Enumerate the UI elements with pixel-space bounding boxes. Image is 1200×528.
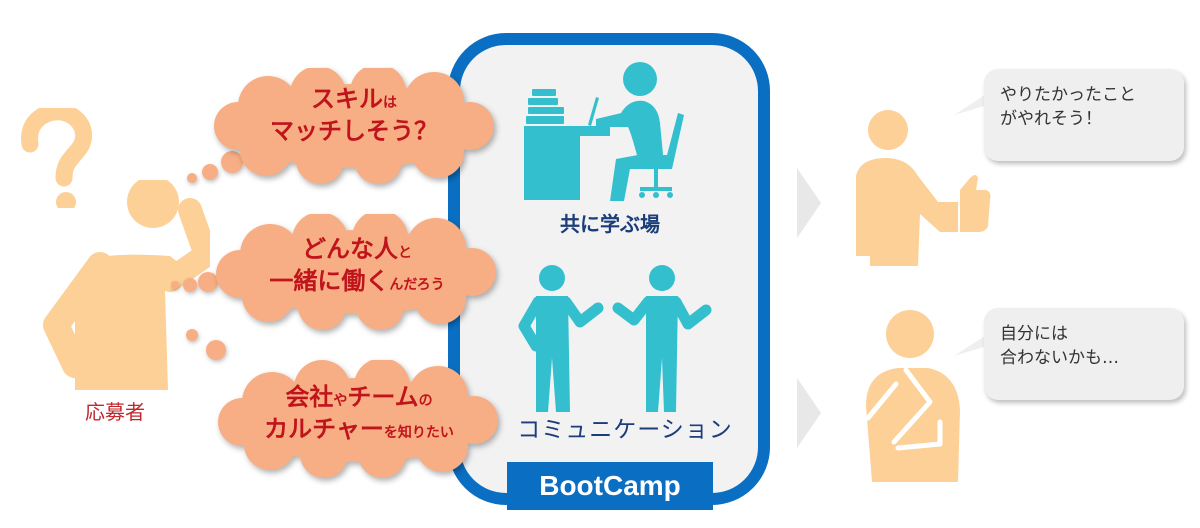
cloud-1-line2-big: マッチしそう？ [270, 117, 438, 145]
arrow-right-icon [797, 168, 823, 238]
thought-cloud-people: どんな人と 一緒に働くんだろう [212, 214, 502, 330]
arms-crossed-person-icon [858, 310, 978, 482]
cloud-1-line1-small: は [383, 95, 397, 111]
speech-positive-line1: やりたかったこと [1000, 85, 1136, 105]
applicant-label: 応募者 [85, 400, 145, 424]
section-label-learn-together: 共に学ぶ場 [560, 212, 660, 236]
section-label-communication: コミュニケーション [517, 417, 733, 443]
thought-cloud-culture: 会社やチームの カルチャーを知りたい [214, 360, 504, 478]
cloud-3-line1-big2: チーム [347, 383, 419, 411]
question-mark-icon [18, 108, 93, 208]
cloud-2-line1-big: どんな人 [302, 235, 398, 263]
speech-negative-line2: 合わないかも… [1000, 348, 1119, 368]
thought-cloud-skill: スキルは マッチしそう？ [208, 68, 500, 184]
arrow-right-icon [797, 378, 823, 448]
cloud-2-line2-small: んだろう [389, 277, 445, 293]
bootcamp-title-banner: BootCamp [507, 462, 713, 510]
cloud-3-line2-big: カルチャー [264, 415, 384, 443]
cloud-2-line1-small: と [398, 245, 412, 261]
cloud-1-line1-big: スキル [311, 85, 383, 113]
applicant-person-icon [20, 180, 210, 390]
cloud-3-line2-small: を知りたい [383, 425, 454, 441]
speech-positive-line2: がやれそう！ [1000, 109, 1102, 129]
cloud-3-line1-big: 会社 [285, 383, 334, 411]
thumbs-up-person-icon [846, 106, 1016, 266]
cloud-3-line1-small: や [333, 393, 348, 409]
cloud-3-line1-small2: の [418, 393, 433, 409]
speech-bubble-positive: やりたかったこと がやれそう！ [954, 69, 1184, 161]
two-people-talking-icon [516, 262, 716, 422]
thought-dots [170, 150, 260, 370]
person-studying-at-desk-icon [520, 55, 700, 205]
speech-negative-line1: 自分には [1000, 324, 1068, 344]
cloud-2-line2-big: 一緒に働く [269, 267, 390, 295]
speech-bubble-negative: 自分には 合わないかも… [954, 308, 1184, 400]
